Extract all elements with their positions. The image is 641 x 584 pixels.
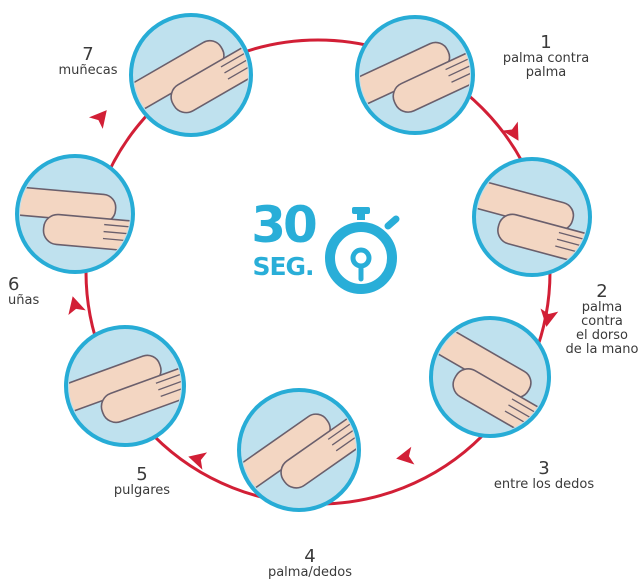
step-5-text: pulgares	[100, 484, 184, 498]
step-6-text: uñas	[8, 294, 48, 308]
step-6-illustration	[5, 156, 145, 272]
step-5-number: 5	[100, 466, 184, 484]
cycle-arrow-5	[64, 294, 86, 315]
step-2-text-line-4: de la mano	[560, 343, 641, 357]
stopwatch-icon	[330, 207, 396, 289]
step-7-label: 7 muñecas	[46, 46, 130, 78]
step-1-label: 1 palma contra palma	[494, 34, 598, 80]
step-1-number: 1	[494, 34, 598, 52]
step-2-label: 2 palma contra el dorso de la mano	[560, 283, 641, 357]
cycle-arrow-6	[89, 104, 114, 129]
step-2-illustration	[463, 159, 599, 275]
step-1-text-line-1: palma contra	[494, 52, 598, 66]
timer-unit: SEG.	[245, 254, 321, 280]
step-2-text-line-1: palma	[560, 301, 641, 315]
step-7-text: muñecas	[46, 64, 130, 78]
step-1-illustration	[342, 17, 492, 133]
step-6-label: 6 uñas	[8, 276, 48, 308]
step-3-number: 3	[482, 460, 606, 478]
step-2-text-line-2: contra	[560, 315, 641, 329]
cycle-arrow-3	[395, 447, 415, 468]
step-1-text-line-2: palma	[494, 66, 598, 80]
step-4-illustration	[229, 390, 375, 510]
step-4-text: palma/dedos	[258, 566, 362, 580]
step-6-number: 6	[8, 276, 48, 294]
step-4-label: 4 palma/dedos	[258, 548, 362, 580]
step-7-illustration	[119, 15, 267, 135]
step-3-text: entre los dedos	[482, 478, 606, 492]
step-5-illustration	[52, 327, 202, 445]
timer-seconds: 30	[244, 200, 322, 250]
step-5-label: 5 pulgares	[100, 466, 184, 498]
step-3-label: 3 entre los dedos	[482, 460, 606, 492]
step-2-number: 2	[560, 283, 641, 301]
step-4-number: 4	[258, 548, 362, 566]
step-3-illustration	[426, 318, 549, 440]
step-2-text-line-3: el dorso	[560, 329, 641, 343]
step-7-number: 7	[46, 46, 130, 64]
